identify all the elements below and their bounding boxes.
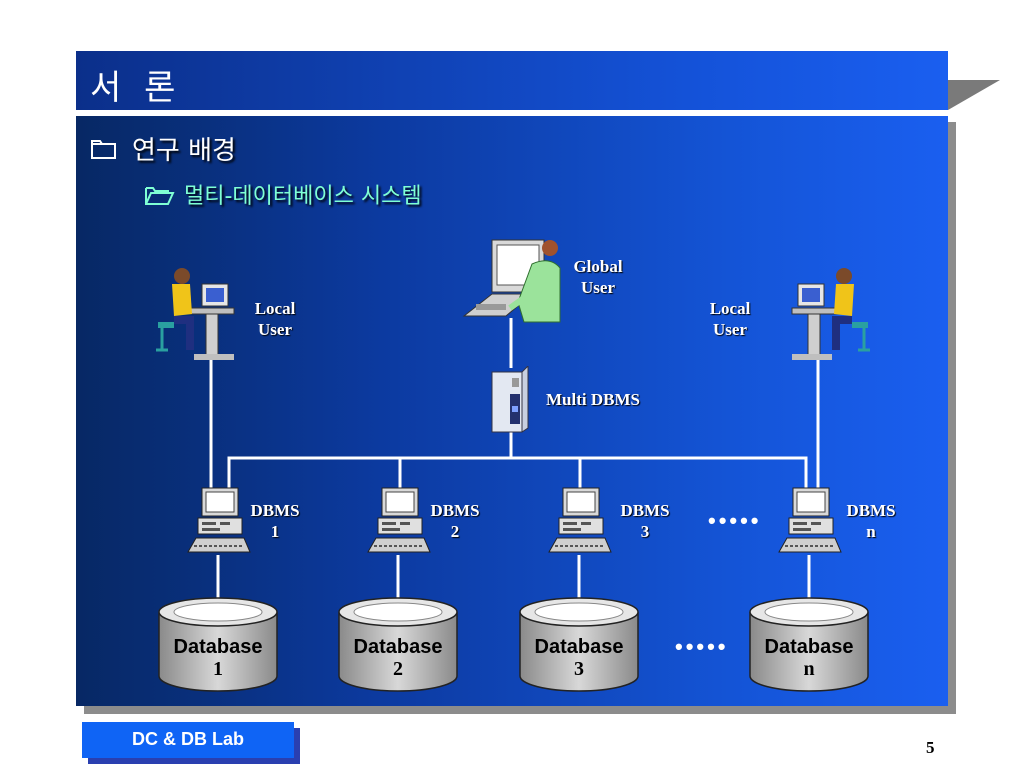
local-user-left-icon <box>156 268 235 360</box>
multi-dbms-label: Multi DBMS <box>546 390 640 409</box>
title-bar: 서 론 <box>76 51 948 110</box>
dbms-ellipsis: ••••• <box>708 508 762 533</box>
footer-text: DC & DB Lab <box>132 729 244 749</box>
title-arrow-decoration <box>948 80 1000 110</box>
dbms-computer-icon <box>187 487 251 553</box>
open-folder-icon <box>145 187 175 205</box>
slide-title: 서 론 <box>90 68 182 108</box>
multi-dbms-server-icon <box>491 366 529 433</box>
subheading-text: 멀티-데이터베이스 시스템 <box>184 184 422 209</box>
global-user-icon <box>462 239 561 323</box>
database-cylinder-icon <box>519 597 639 692</box>
folder-icon <box>91 140 116 159</box>
local-user-right-icon <box>791 268 870 360</box>
dbms-computer-icon <box>548 487 612 553</box>
heading-text: 연구 배경 <box>132 136 236 166</box>
footer-badge: DC & DB Lab <box>82 722 294 758</box>
database-cylinder-icon <box>338 597 458 692</box>
dbms-computer-icon <box>367 487 431 553</box>
database-cylinder-icon <box>749 597 869 692</box>
page-number: 5 <box>926 738 935 757</box>
database-cylinder-icon <box>158 597 278 692</box>
dbms-computer-icon <box>778 487 842 553</box>
database-ellipsis: ••••• <box>675 634 729 659</box>
